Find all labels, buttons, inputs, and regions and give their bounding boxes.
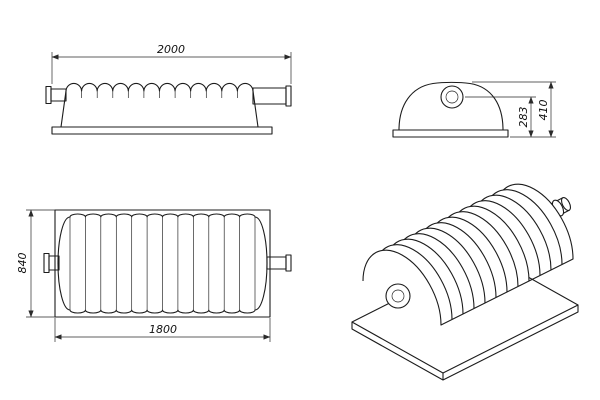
tank-bottom-edge-iso bbox=[440, 258, 574, 326]
side-view: 2000 bbox=[45, 43, 292, 135]
dim-overall-length: 2000 bbox=[51, 43, 292, 84]
plan-view: 840 1800 bbox=[16, 209, 292, 342]
rib-valley-lines bbox=[81, 91, 238, 98]
dim-overall-length-label: 2000 bbox=[157, 43, 185, 56]
base-plate-side bbox=[51, 126, 273, 135]
dim-overall-width-label: 840 bbox=[16, 253, 29, 274]
dim-base-length: 1800 bbox=[54, 318, 271, 342]
nozzle-circle-end bbox=[440, 85, 464, 109]
left-nozzle-plan bbox=[43, 252, 60, 274]
dim-height-to-center-label: 283 bbox=[517, 107, 530, 128]
tank-dome-end bbox=[398, 81, 504, 131]
outlet-pipe-side bbox=[252, 85, 292, 107]
tank-body-plan-right-cap bbox=[254, 216, 268, 311]
outlet-pipe-plan bbox=[266, 254, 292, 272]
iso-view bbox=[351, 183, 579, 381]
tank-ribs-top-profile bbox=[65, 82, 254, 92]
base-plate-plan bbox=[54, 209, 271, 318]
tank-body-side bbox=[60, 90, 259, 128]
tank-ribs-iso bbox=[362, 183, 574, 326]
dim-overall-height-label: 410 bbox=[537, 100, 550, 121]
end-view: 283 410 bbox=[392, 81, 556, 138]
dim-height-to-center: 283 bbox=[465, 96, 556, 138]
dim-overall-height: 410 bbox=[472, 81, 556, 138]
tank-body-plan-left-cap bbox=[57, 216, 71, 311]
dim-overall-width: 840 bbox=[16, 209, 55, 318]
left-nozzle-side bbox=[45, 85, 67, 105]
dim-base-length-label: 1800 bbox=[149, 323, 177, 336]
base-plate-end bbox=[392, 129, 509, 138]
tank-body-plan-top-edge bbox=[69, 213, 256, 218]
front-nozzle-iso bbox=[385, 283, 411, 309]
tank-body-plan-bottom-edge bbox=[69, 309, 256, 314]
rib-lines-plan bbox=[69, 217, 256, 310]
